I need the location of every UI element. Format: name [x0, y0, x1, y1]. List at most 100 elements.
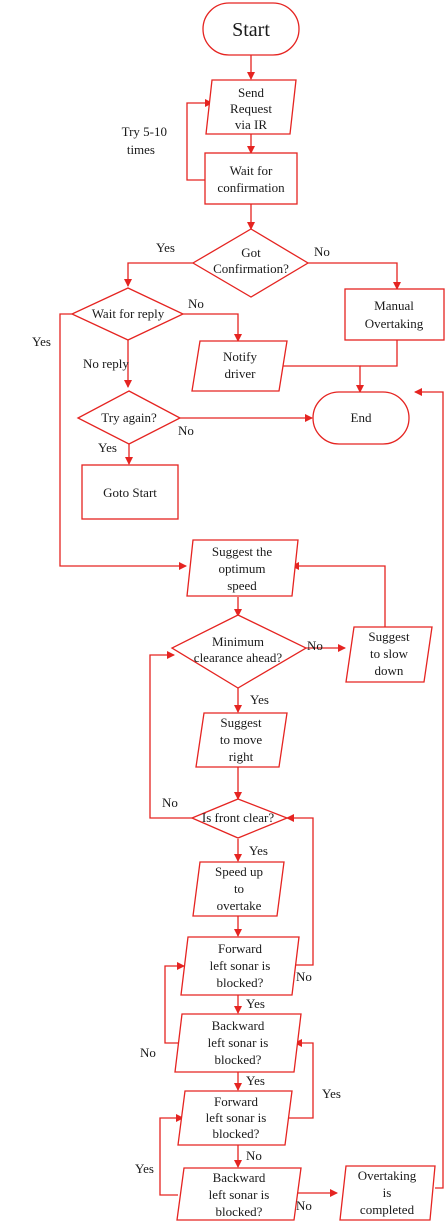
label-yes-clearance: Yes — [250, 692, 269, 707]
label-yes-confirm: Yes — [156, 240, 175, 255]
node-completed-line1: Overtaking — [358, 1168, 417, 1183]
edge-retry-loop — [186, 99, 213, 181]
edge-slow-loop — [291, 562, 386, 627]
node-suggest-speed: Suggest the optimum speed — [186, 539, 299, 597]
node-send-request: Send Request via IR — [205, 79, 297, 135]
edge-bwd2-yes — [159, 1114, 184, 1196]
node-speedup-line1: Speed up — [215, 864, 263, 879]
node-fwd2-line3: blocked? — [213, 1126, 260, 1141]
label-yes-try: Yes — [98, 440, 117, 455]
label-yes-bwd2: Yes — [135, 1161, 154, 1176]
node-clearance-line2: clearance ahead? — [194, 650, 283, 665]
edge-manual-end — [360, 340, 398, 367]
node-completed-line3: completed — [360, 1202, 415, 1217]
label-no-try: No — [178, 423, 194, 438]
edge-got-no — [308, 262, 401, 290]
node-end-label: End — [351, 410, 372, 425]
node-bwd2-line3: blocked? — [216, 1204, 263, 1219]
node-slow-line1: Suggest — [368, 629, 410, 644]
node-notify-driver: Notify driver — [191, 340, 288, 392]
node-wait-line1: Wait for — [230, 163, 273, 178]
node-send-line3: via IR — [235, 117, 267, 132]
node-got-line2: Confirmation? — [213, 261, 289, 276]
edge-labels: Try 5-10 times Yes No No Yes No reply No… — [32, 124, 341, 1213]
label-no-reply: No reply — [83, 356, 129, 371]
node-end: End — [312, 391, 410, 445]
node-fwd2-line2: left sonar is — [206, 1110, 267, 1125]
label-no-clearance: No — [307, 638, 323, 653]
label-yes-fwd2: Yes — [322, 1086, 341, 1101]
node-notify-line1: Notify — [223, 349, 257, 364]
edge-reply-no — [183, 313, 242, 342]
node-right-line3: right — [229, 749, 254, 764]
node-bwd2-line1: Backward — [213, 1170, 266, 1185]
node-speed-line3: speed — [227, 578, 257, 593]
label-no-bwd2: No — [296, 1198, 312, 1213]
node-speedup-line3: overtake — [217, 898, 262, 913]
node-notify-line2: driver — [224, 366, 256, 381]
node-backward-sonar-1: Backward left sonar is blocked? — [174, 1013, 302, 1073]
edge-fwd1-no — [286, 814, 314, 966]
node-send-line2: Request — [230, 101, 272, 116]
node-goto-start: Goto Start — [81, 464, 179, 520]
node-slow-line2: to slow — [370, 646, 409, 661]
node-bwd1-line2: left sonar is — [208, 1035, 269, 1050]
node-slow-down: Suggest to slow down — [345, 626, 433, 683]
node-got-confirmation: Got Confirmation? — [191, 228, 310, 298]
node-overtaking-completed: Overtaking is completed — [339, 1165, 436, 1221]
edge-got-yes — [124, 262, 193, 287]
node-right-line1: Suggest — [220, 715, 262, 730]
node-bwd2-line2: left sonar is — [209, 1187, 270, 1202]
label-yes-bwd1: Yes — [246, 1073, 265, 1088]
node-clearance-line1: Minimum — [212, 634, 264, 649]
label-no-fwd2: No — [246, 1148, 262, 1163]
edge-fwd2-yes — [285, 1039, 314, 1119]
label-retry-line1: Try 5-10 — [122, 124, 167, 139]
node-try-again-label: Try again? — [101, 410, 157, 425]
node-speed-up: Speed up to overtake — [192, 861, 285, 917]
node-wait-line2: confirmation — [217, 180, 285, 195]
node-got-line1: Got — [241, 245, 261, 260]
node-fwd1-line1: Forward — [218, 941, 263, 956]
label-retry-line2: times — [127, 142, 155, 157]
edges — [59, 55, 444, 1197]
node-backward-sonar-2: Backward left sonar is blocked? — [176, 1167, 302, 1221]
node-slow-line3: down — [375, 663, 404, 678]
node-min-clearance: Minimum clearance ahead? — [170, 614, 308, 689]
label-yes-reply: Yes — [32, 334, 51, 349]
node-speed-line1: Suggest the — [212, 544, 273, 559]
label-no-front: No — [162, 795, 178, 810]
node-forward-sonar-2: Forward left sonar is blocked? — [177, 1090, 293, 1146]
node-front-clear: Is front clear? — [190, 798, 289, 839]
node-right-line2: to move — [220, 732, 262, 747]
node-start-label: Start — [232, 19, 270, 41]
node-wait-confirmation: Wait for confirmation — [204, 152, 298, 205]
node-try-again: Try again? — [76, 390, 182, 445]
label-no-bwd1: No — [140, 1045, 156, 1060]
label-no-fwd1: No — [296, 969, 312, 984]
node-manual-line2: Overtaking — [365, 316, 424, 331]
node-manual-line1: Manual — [374, 298, 414, 313]
node-goto-start-label: Goto Start — [103, 485, 157, 500]
node-wait-reply-label: Wait for reply — [92, 306, 165, 321]
edge-bwd1-no — [164, 962, 185, 1044]
edge-reply-yes — [59, 313, 187, 570]
node-wait-reply: Wait for reply — [70, 287, 185, 341]
node-speedup-line2: to — [234, 881, 244, 896]
edge-front-no — [149, 651, 192, 819]
label-yes-fwd1: Yes — [246, 996, 265, 1011]
node-forward-sonar-1: Forward left sonar is blocked? — [180, 936, 300, 996]
node-front-label: Is front clear? — [202, 810, 274, 825]
node-send-line1: Send — [238, 85, 265, 100]
node-speed-line2: optimum — [219, 561, 266, 576]
node-fwd1-line2: left sonar is — [210, 958, 271, 973]
node-fwd2-line1: Forward — [214, 1094, 259, 1109]
label-no-confirm: No — [314, 244, 330, 259]
node-bwd1-line3: blocked? — [215, 1052, 262, 1067]
node-move-right: Suggest to move right — [195, 712, 288, 768]
edge-notify-end — [279, 365, 364, 393]
label-no-reply-branch: No — [188, 296, 204, 311]
node-manual-overtaking: Manual Overtaking — [344, 288, 445, 341]
node-completed-line2: is — [383, 1185, 392, 1200]
